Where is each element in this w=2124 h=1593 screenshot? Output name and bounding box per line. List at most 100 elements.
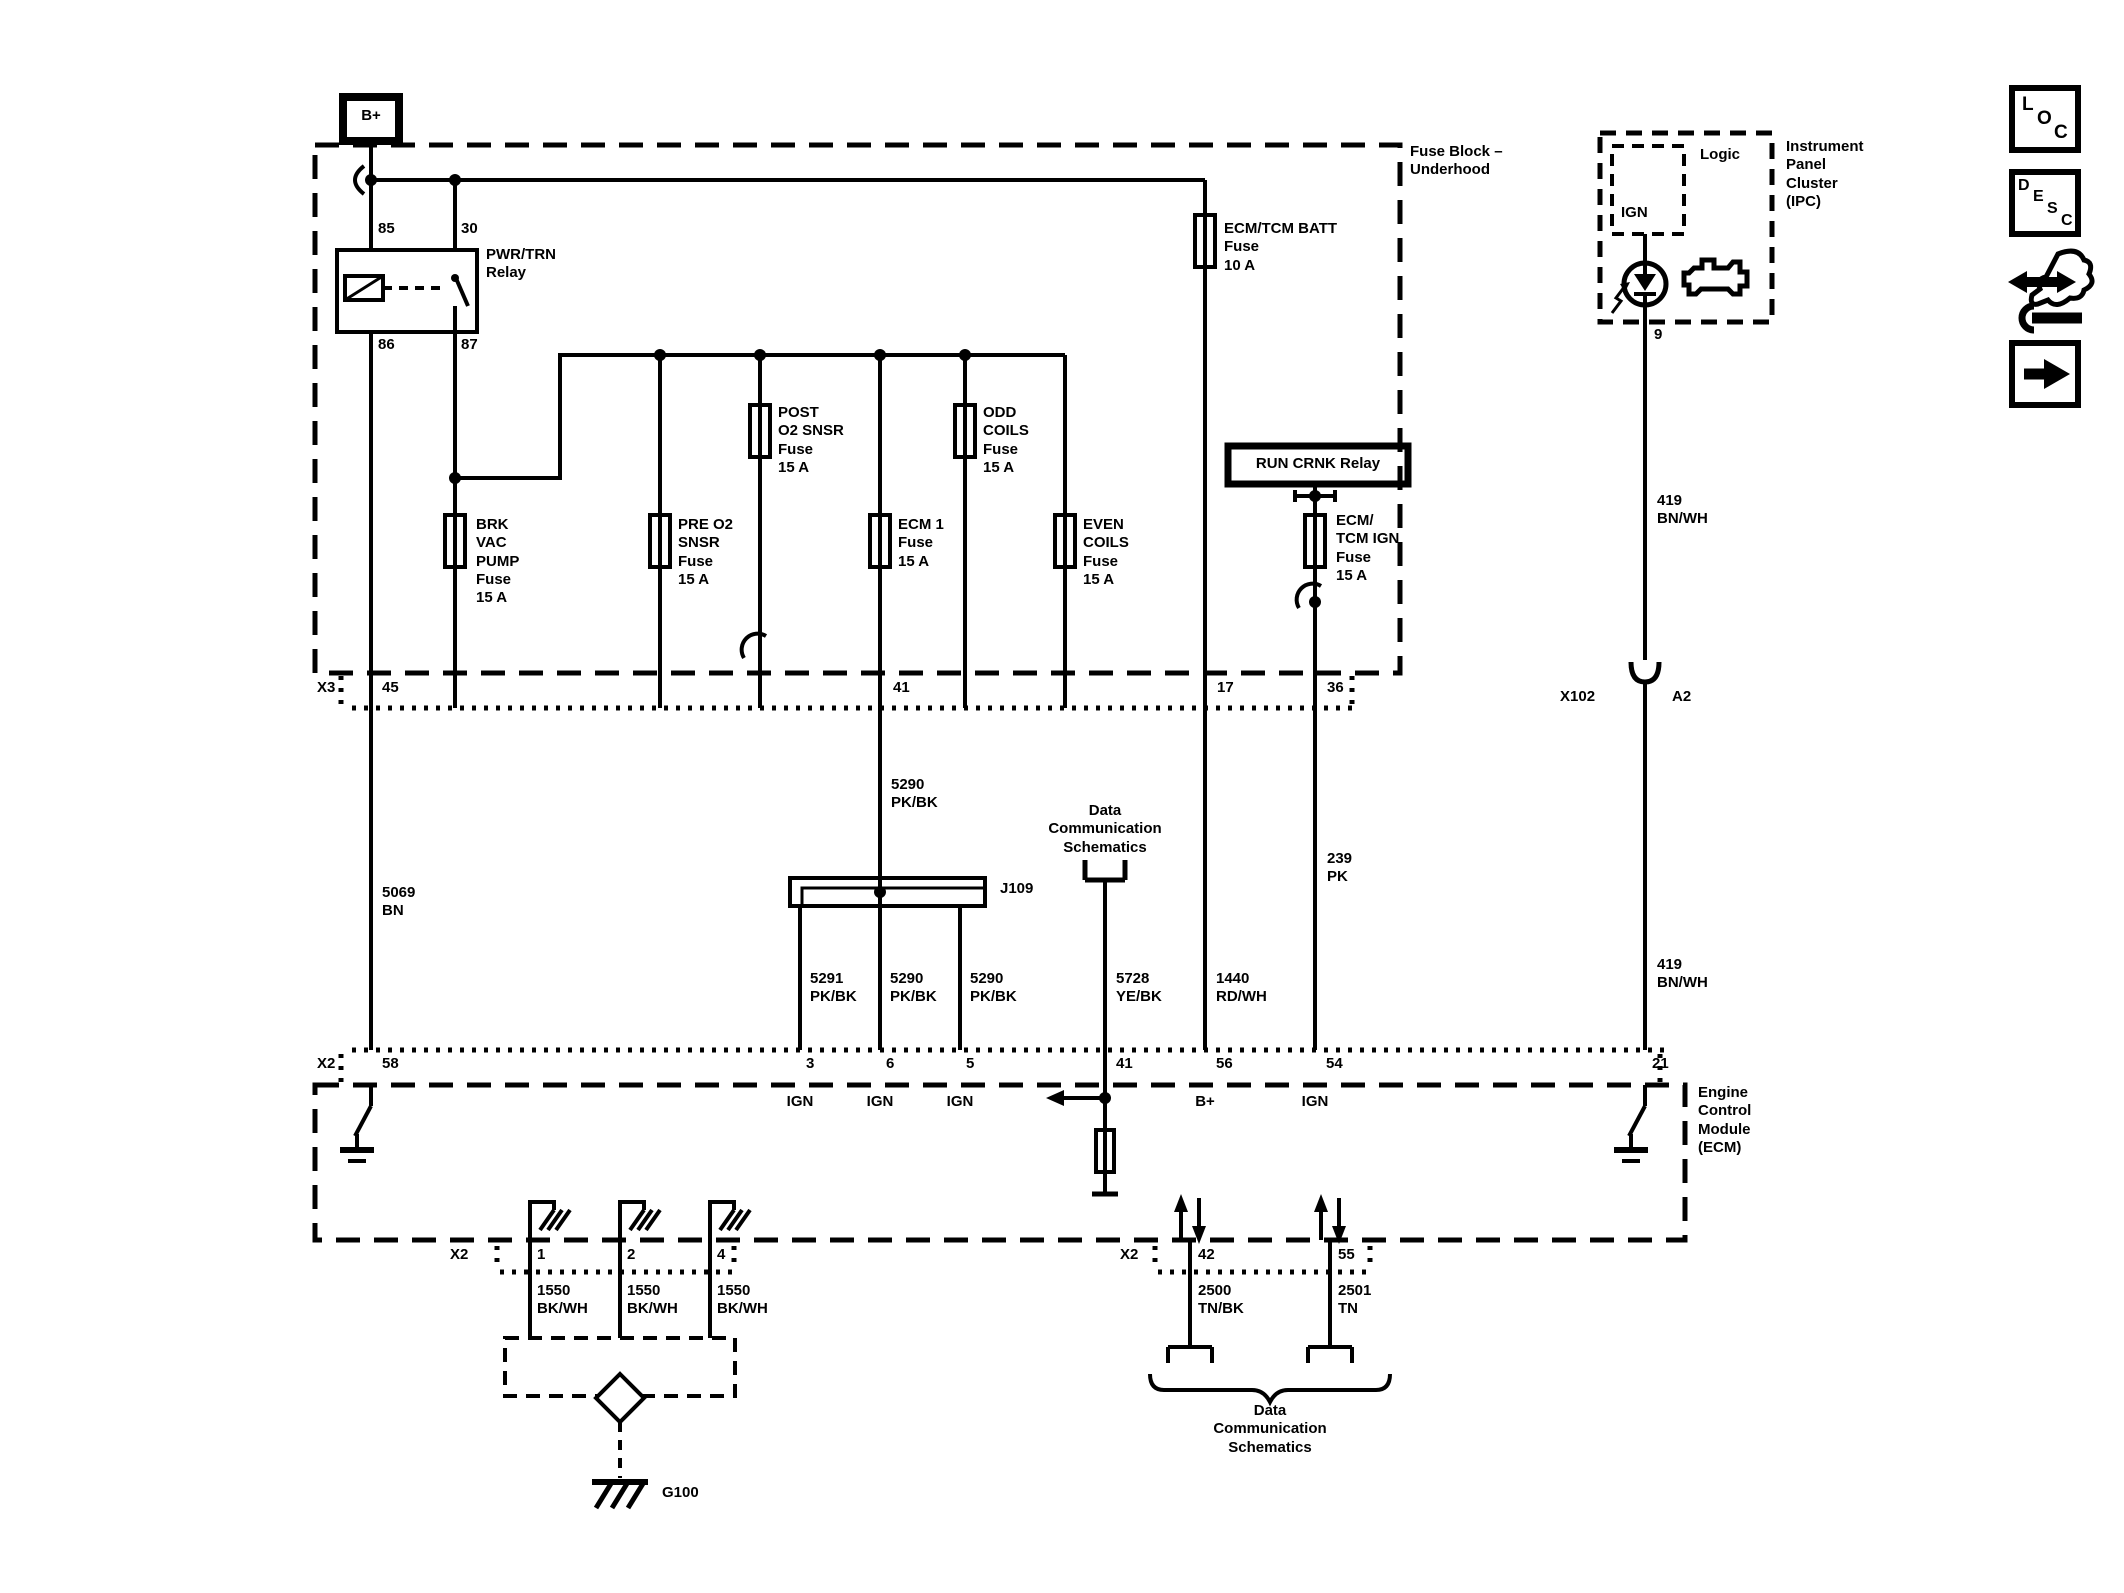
- desc-icon: [2009, 169, 2081, 237]
- ecm-ground-58-icon: [340, 1085, 374, 1163]
- wire-1550-4-label: 1550 BK/WH: [717, 1282, 768, 1318]
- x2-pin-54: 54: [1326, 1055, 1343, 1072]
- ecm-data-arrows-42-icon: [1174, 1194, 1206, 1244]
- inline-connector-icon: [739, 631, 768, 660]
- reference-fork-icon: [1082, 860, 1128, 883]
- pwr-trn-relay-symbol: [335, 248, 479, 334]
- ipc-indicator-lamp-icon: [1610, 260, 1669, 314]
- wire-5290-a-label: 5290 PK/BK: [890, 970, 937, 1006]
- fuse-pre-o2-label: PRE O2 SNSR Fuse 15 A: [678, 516, 734, 588]
- diagnostic-wrench-icon: [2008, 248, 2095, 334]
- x2-pin-6: 6: [886, 1055, 895, 1072]
- pwr-trn-relay-label: PWR/TRN Relay: [486, 246, 556, 282]
- splice-diamond-icon: [593, 1371, 647, 1425]
- data-comm-bottom-label: Data Communication Schematics: [1213, 1402, 1327, 1456]
- wire-419-bottom-label: 419 BN/WH: [1657, 956, 1708, 992]
- fuse-ecm1-label: ECM 1 Fuse 15 A: [898, 516, 944, 570]
- run-crnk-relay-symbol: [1224, 442, 1412, 610]
- fuse-brk-vac-pump-label: BRK VAC PUMP Fuse 15 A: [476, 516, 520, 607]
- x2-pin-5: 5: [966, 1055, 975, 1072]
- ipc-pin-9: 9: [1654, 326, 1663, 343]
- ipc-logic-label: Logic: [1700, 146, 1740, 163]
- fuse-ecm-tcm-ign-label: ECM/ TCM IGN Fuse 15 A: [1336, 512, 1400, 584]
- ecm-title: Engine Control Module (ECM): [1698, 1084, 1752, 1156]
- ecm-data-arrows-55-icon: [1314, 1194, 1346, 1244]
- b-plus-terminal-label: B+: [361, 107, 381, 124]
- fuse-post-o2-icon: [748, 403, 772, 459]
- wire-1440-label: 1440 RD/WH: [1216, 970, 1267, 1006]
- ipc-outline: [1597, 130, 1775, 325]
- relay-pin-85: 85: [378, 220, 395, 237]
- wire-5290-top-label: 5290 PK/BK: [891, 776, 938, 812]
- x102-connector-icon: [1628, 661, 1662, 685]
- g100-label: G100: [662, 1484, 699, 1501]
- loc-letter-o: O: [2037, 108, 2052, 129]
- ground-wires: [528, 1240, 712, 1338]
- j109-splice-symbol: [788, 876, 987, 908]
- connector-x3-label: X3: [317, 679, 336, 696]
- x2-pin-2: 2: [627, 1246, 636, 1263]
- ecm-outline: [312, 1082, 1688, 1243]
- x3-pin-17: 17: [1217, 679, 1234, 696]
- bplus-under-pin56: B+: [1195, 1093, 1215, 1110]
- wire-5290-b-label: 5290 PK/BK: [970, 970, 1017, 1006]
- ign-under-pin5: IGN: [946, 1093, 974, 1110]
- ecm-serial-data-terminator: [1046, 1050, 1118, 1197]
- fuse-ecm1-icon: [868, 513, 892, 569]
- relay-pin-87: 87: [461, 336, 478, 353]
- fuse-even-coils-label: EVEN COILS Fuse 15 A: [1083, 516, 1129, 588]
- fuse-odd-coils-icon: [953, 403, 977, 459]
- engine-mil-icon: [1681, 257, 1750, 297]
- ipc-title: Instrument Panel Cluster (IPC): [1786, 138, 1864, 210]
- wire-1550-1-label: 1550 BK/WH: [537, 1282, 588, 1318]
- fuse-post-o2-label: POST O2 SNSR Fuse 15 A: [778, 404, 844, 476]
- relay-pin-86: 86: [378, 336, 395, 353]
- x3-pin-36: 36: [1327, 679, 1344, 696]
- fuse-symbols: [443, 213, 1327, 569]
- desc-letter-c: C: [2061, 212, 2073, 229]
- fuse-ecm-tcm-batt-label: ECM/TCM BATT Fuse 10 A: [1224, 220, 1338, 274]
- connector-x2-data-face: [1152, 1246, 1373, 1275]
- fuse-even-coils-icon: [1053, 513, 1077, 569]
- x2-pin-56: 56: [1216, 1055, 1233, 1072]
- loc-icon: [2009, 85, 2081, 153]
- wire-1550-2-label: 1550 BK/WH: [627, 1282, 678, 1318]
- wire-2500-label: 2500 TN/BK: [1198, 1282, 1244, 1318]
- fuse-brk-vac-pump-icon: [443, 513, 467, 569]
- connector-x2-main-label: X2: [317, 1055, 336, 1072]
- wire-5069-label: 5069 BN: [382, 884, 416, 920]
- forward-arrow-icon: [2009, 340, 2081, 408]
- ign-under-pin3: IGN: [786, 1093, 814, 1110]
- desc-letter-s: S: [2047, 200, 2058, 217]
- connector-x2-gnd-face: [494, 1246, 737, 1275]
- x102-pin-a2: A2: [1672, 688, 1692, 705]
- brace-icon: [1148, 1373, 1392, 1407]
- g100-ground-icon: [592, 1479, 648, 1510]
- x2-pin-42: 42: [1198, 1246, 1215, 1263]
- ign-under-pin54: IGN: [1301, 1093, 1329, 1110]
- wire-239-label: 239 PK: [1327, 850, 1353, 886]
- loc-letter-c: C: [2054, 122, 2068, 143]
- j109-label: J109: [1000, 880, 1034, 897]
- run-crnk-relay-label: RUN CRNK Relay: [1255, 455, 1381, 472]
- relay-pin-30: 30: [461, 220, 478, 237]
- ecm-ground-21-icon: [1614, 1085, 1648, 1163]
- x2-pin-3: 3: [806, 1055, 815, 1072]
- loc-letter-l: L: [2022, 94, 2034, 115]
- connector-x2-data-label: X2: [1120, 1246, 1139, 1263]
- ecm-case-ground-icons: [528, 1200, 752, 1240]
- desc-letter-e: E: [2033, 188, 2044, 205]
- fuse-block-outline: [312, 142, 1403, 676]
- junction-dots: [365, 174, 1321, 1104]
- desc-letter-d: D: [2018, 177, 2030, 194]
- x2-pin-55: 55: [1338, 1246, 1355, 1263]
- data-comm-mid-label: Data Communication Schematics: [1048, 802, 1162, 856]
- inline-connector-icon: [353, 164, 366, 196]
- x2-pin-58: 58: [382, 1055, 399, 1072]
- fuse-odd-coils-label: ODD COILS Fuse 15 A: [983, 404, 1029, 476]
- fuse-ecm-tcm-batt-icon: [1193, 213, 1217, 269]
- wire-2501-label: 2501 TN: [1338, 1282, 1372, 1318]
- connector-x3-face: [338, 676, 1360, 711]
- wire-5291-label: 5291 PK/BK: [810, 970, 857, 1006]
